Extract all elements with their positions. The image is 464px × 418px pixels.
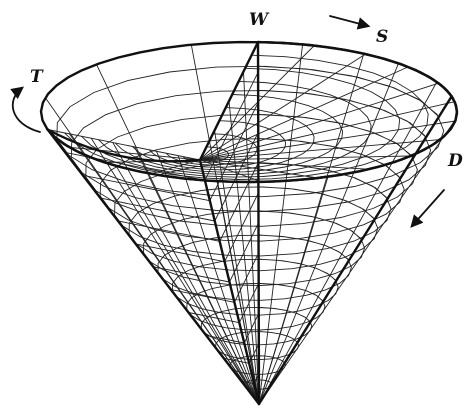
direction-d-arrow-icon	[410, 189, 445, 228]
rim-left	[46, 40, 459, 184]
cone-outline	[39, 40, 459, 406]
direction-s-arrow-icon	[329, 15, 371, 30]
label-d: D	[447, 151, 463, 171]
edge-cut-vertical	[256, 40, 261, 406]
edge-right	[257, 95, 453, 406]
label-w: W	[249, 10, 270, 30]
rotation-arrow-icon	[10, 86, 41, 133]
edge-top-front	[46, 128, 202, 163]
edge-left	[46, 128, 261, 406]
right-side-grid	[45, 44, 457, 405]
label-s: S	[376, 27, 388, 47]
label-t: T	[30, 67, 44, 87]
